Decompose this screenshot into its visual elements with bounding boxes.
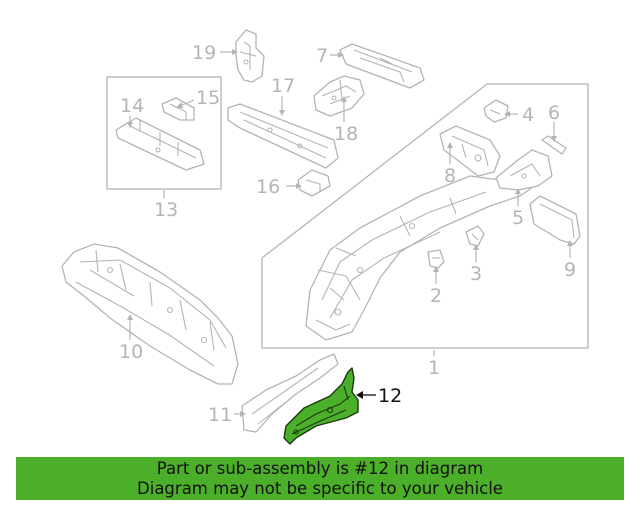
part-2-bushing[interactable] xyxy=(427,249,445,269)
info-banner: Part or sub-assembly is #12 in diagram D… xyxy=(16,457,624,500)
callout-19: 19 xyxy=(192,42,216,64)
callout-3: 3 xyxy=(470,263,482,285)
callout-1: 1 xyxy=(428,357,440,379)
callout-10: 10 xyxy=(119,341,143,363)
part-11-rail[interactable] xyxy=(241,353,339,433)
part-6-clip[interactable] xyxy=(541,135,567,155)
callout-11: 11 xyxy=(208,404,232,426)
callout-9: 9 xyxy=(564,259,576,281)
callout-5: 5 xyxy=(512,207,524,229)
part-14-crossmember[interactable] xyxy=(115,117,205,171)
part-7-rail[interactable] xyxy=(339,43,425,89)
part-9-panel[interactable] xyxy=(529,195,581,245)
callout-17: 17 xyxy=(271,75,295,97)
banner-line-2: Diagram may not be specific to your vehi… xyxy=(137,478,503,498)
callout-18: 18 xyxy=(334,123,358,145)
part-4-clip[interactable] xyxy=(483,99,509,123)
part-8-bracket[interactable] xyxy=(439,125,501,177)
part-18-bracket[interactable] xyxy=(313,75,365,117)
callout-13: 13 xyxy=(154,199,178,221)
callout-12: 12 xyxy=(378,385,402,407)
part-3-bracket[interactable] xyxy=(465,225,485,247)
part-1-frame-rail[interactable] xyxy=(305,171,541,341)
part-15-bracket[interactable] xyxy=(161,97,195,121)
callout-6: 6 xyxy=(548,102,560,124)
group-box-1 xyxy=(261,83,589,349)
part-19-bracket[interactable] xyxy=(235,29,265,83)
part-10-floor-section[interactable] xyxy=(61,243,239,385)
callout-14: 14 xyxy=(120,95,144,117)
parts-diagram: 19 7 17 18 14 15 13 16 10 11 8 4 6 5 9 2… xyxy=(61,29,589,445)
leader-lines xyxy=(127,49,573,417)
part-16-bracket[interactable] xyxy=(297,169,331,197)
part-17-plate[interactable] xyxy=(227,103,339,169)
banner-line-1: Part or sub-assembly is #12 in diagram xyxy=(156,458,484,478)
callout-7: 7 xyxy=(316,45,328,67)
callout-4: 4 xyxy=(522,104,534,126)
callout-8: 8 xyxy=(444,165,456,187)
part-12-highlighted[interactable] xyxy=(283,367,359,445)
callout-16: 16 xyxy=(256,176,280,198)
group-box-13 xyxy=(106,76,222,190)
callout-2: 2 xyxy=(430,285,442,307)
callout-15: 15 xyxy=(196,87,220,109)
part-5-bracket[interactable] xyxy=(495,149,553,191)
